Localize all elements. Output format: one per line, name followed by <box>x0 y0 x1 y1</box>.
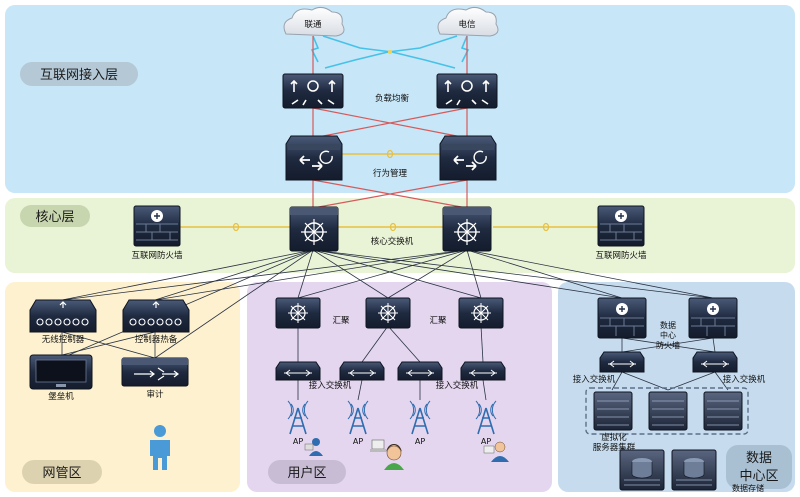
ap-tower-4: AP <box>475 400 497 446</box>
aggregation-label-2: 汇聚 <box>429 316 447 326</box>
behavior-mgmt-label: 行为管理 <box>373 168 408 179</box>
access-switch-2 <box>339 361 385 381</box>
core-switch-label: 核心交换机 <box>371 236 414 247</box>
svg-text:互联网接入层: 互联网接入层 <box>40 67 118 83</box>
internet-firewall-right <box>597 205 645 247</box>
bastion-host <box>29 354 93 390</box>
svg-text:网管区: 网管区 <box>42 466 81 481</box>
dc-firewall-label-3: 防火墙 <box>656 340 680 350</box>
ap-label-1: AP <box>293 437 303 446</box>
access-switch-3 <box>397 361 443 381</box>
core-switch-left <box>289 206 339 252</box>
ap-label-3: AP <box>415 437 425 446</box>
isp-cloud-telecom: 电信 <box>437 6 499 37</box>
user-terminal-2 <box>370 439 386 452</box>
audit-label: 审计 <box>146 389 164 400</box>
firewall-left-label: 互联网防火墙 <box>131 250 183 261</box>
virtual-cluster-label-2: 服务器集群 <box>593 442 636 453</box>
storage-array-1 <box>619 449 665 491</box>
internet-firewall-left <box>133 205 181 247</box>
behavior-mgmt-left <box>285 135 343 181</box>
internet-access-zone <box>5 5 795 193</box>
nms-zone <box>5 282 240 492</box>
controller-backup-label: 控制器热备 <box>135 334 178 345</box>
svg-text:用户区: 用户区 <box>287 465 326 481</box>
load-balancer-left <box>282 73 344 109</box>
isp-link-markers <box>388 50 392 54</box>
ha-link-markers <box>232 149 550 232</box>
access-switch-label-1: 接入交换机 <box>309 380 352 391</box>
access-switch-1 <box>275 361 321 381</box>
dc-links <box>611 337 729 391</box>
nms-links <box>61 331 156 359</box>
datacenter-zone-label: 数据 中心区 <box>726 445 792 489</box>
dc-firewall-left <box>597 297 647 339</box>
dc-firewall-right <box>688 297 738 339</box>
firewall-right-label: 互联网防火墙 <box>595 250 647 261</box>
server-3 <box>703 391 743 431</box>
core-downlinks <box>61 249 714 359</box>
ap-tower-3: AP <box>409 400 431 446</box>
access-switch-4 <box>460 361 506 381</box>
aggregation-switch-1 <box>275 297 321 329</box>
load-balancer-right <box>436 73 498 109</box>
load-balance-label: 负载均衡 <box>375 93 410 104</box>
server-2 <box>648 391 688 431</box>
core-zone <box>5 198 795 273</box>
ap-label-4: AP <box>481 437 491 446</box>
ap-tower-2: AP <box>347 400 369 446</box>
dc-access-switch-right <box>692 351 738 373</box>
ap-label-2: AP <box>353 437 363 446</box>
wan-links <box>312 36 468 209</box>
svg-text:中心区: 中心区 <box>739 469 778 484</box>
aggregation-switch-2 <box>365 297 411 329</box>
storage-array-2 <box>671 449 717 491</box>
dc-access-switch-label-1: 接入交换机 <box>573 374 616 385</box>
admin-user-icon <box>150 425 170 470</box>
wireless-controller <box>29 299 97 333</box>
bastion-label: 堡垒机 <box>48 391 74 402</box>
svg-text:核心层: 核心层 <box>35 210 74 225</box>
user-zone-label: 用户区 <box>268 460 346 484</box>
internet-zone-label: 互联网接入层 <box>20 62 138 86</box>
isp-label-telecom: 电信 <box>458 19 476 30</box>
server-1 <box>593 391 633 431</box>
audit-device <box>121 357 189 387</box>
core-zone-label: 核心层 <box>20 205 90 227</box>
aggregation-switch-3 <box>458 297 504 329</box>
user-person-female <box>384 444 404 470</box>
dc-access-switch-label-2: 接入交换机 <box>723 374 766 385</box>
user-zone <box>247 282 552 492</box>
aggregation-label-1: 汇聚 <box>332 316 350 326</box>
dc-firewall-label-1: 数据 <box>660 320 676 330</box>
user-person-male <box>483 441 509 462</box>
core-switch-right <box>442 206 492 252</box>
isp-label-unicom: 联通 <box>304 19 322 30</box>
controller-backup <box>122 299 190 333</box>
behavior-mgmt-right <box>439 135 497 181</box>
nms-zone-label: 网管区 <box>22 460 102 484</box>
access-switch-label-2: 接入交换机 <box>436 380 479 391</box>
user-zone-links <box>297 325 487 401</box>
dc-firewall-label-2: 中心 <box>660 330 676 340</box>
virtual-server-cluster <box>585 387 749 435</box>
svg-text:数据: 数据 <box>746 451 772 466</box>
virtual-cluster-label-1: 虚拟化 <box>601 432 627 443</box>
ap-tower-1: AP <box>287 400 309 446</box>
user-terminal-1 <box>304 438 323 456</box>
storage-label: 数据存储 <box>732 483 764 493</box>
isp-cloud-unicom: 联通 <box>283 6 345 37</box>
dc-access-switch-left <box>599 351 645 373</box>
wireless-controller-label: 无线控制器 <box>42 334 85 345</box>
